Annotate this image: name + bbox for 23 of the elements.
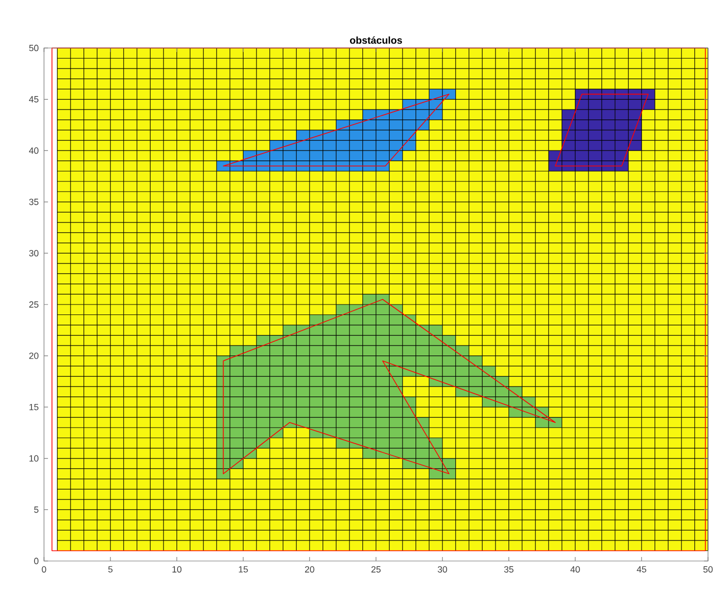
- tick-label: 40: [570, 566, 580, 573]
- tick-label: 50: [29, 44, 38, 52]
- tick-label: 50: [703, 566, 713, 573]
- tick-label: 45: [29, 96, 38, 102]
- tick-label: 20: [29, 352, 38, 359]
- tick-label: 30: [438, 566, 448, 573]
- tick-label: 40: [29, 147, 38, 154]
- tick-label: 25: [29, 301, 38, 308]
- tick-label: 20: [305, 566, 314, 573]
- tick-label: 10: [172, 566, 182, 573]
- tick-label: 10: [29, 455, 38, 462]
- tick-label: 15: [29, 404, 38, 410]
- tick-label: 15: [238, 566, 248, 572]
- tick-label: 35: [504, 566, 514, 573]
- chart-title: obstáculos: [350, 36, 402, 44]
- tick-label: 5: [34, 506, 38, 513]
- tick-label: 5: [108, 566, 113, 572]
- tick-label: 0: [34, 558, 38, 564]
- tick-label: 45: [636, 566, 646, 572]
- tick-label: 35: [29, 198, 38, 206]
- tick-label: 0: [42, 566, 46, 573]
- tick-label: 30: [29, 250, 38, 256]
- tick-label: 25: [371, 566, 381, 573]
